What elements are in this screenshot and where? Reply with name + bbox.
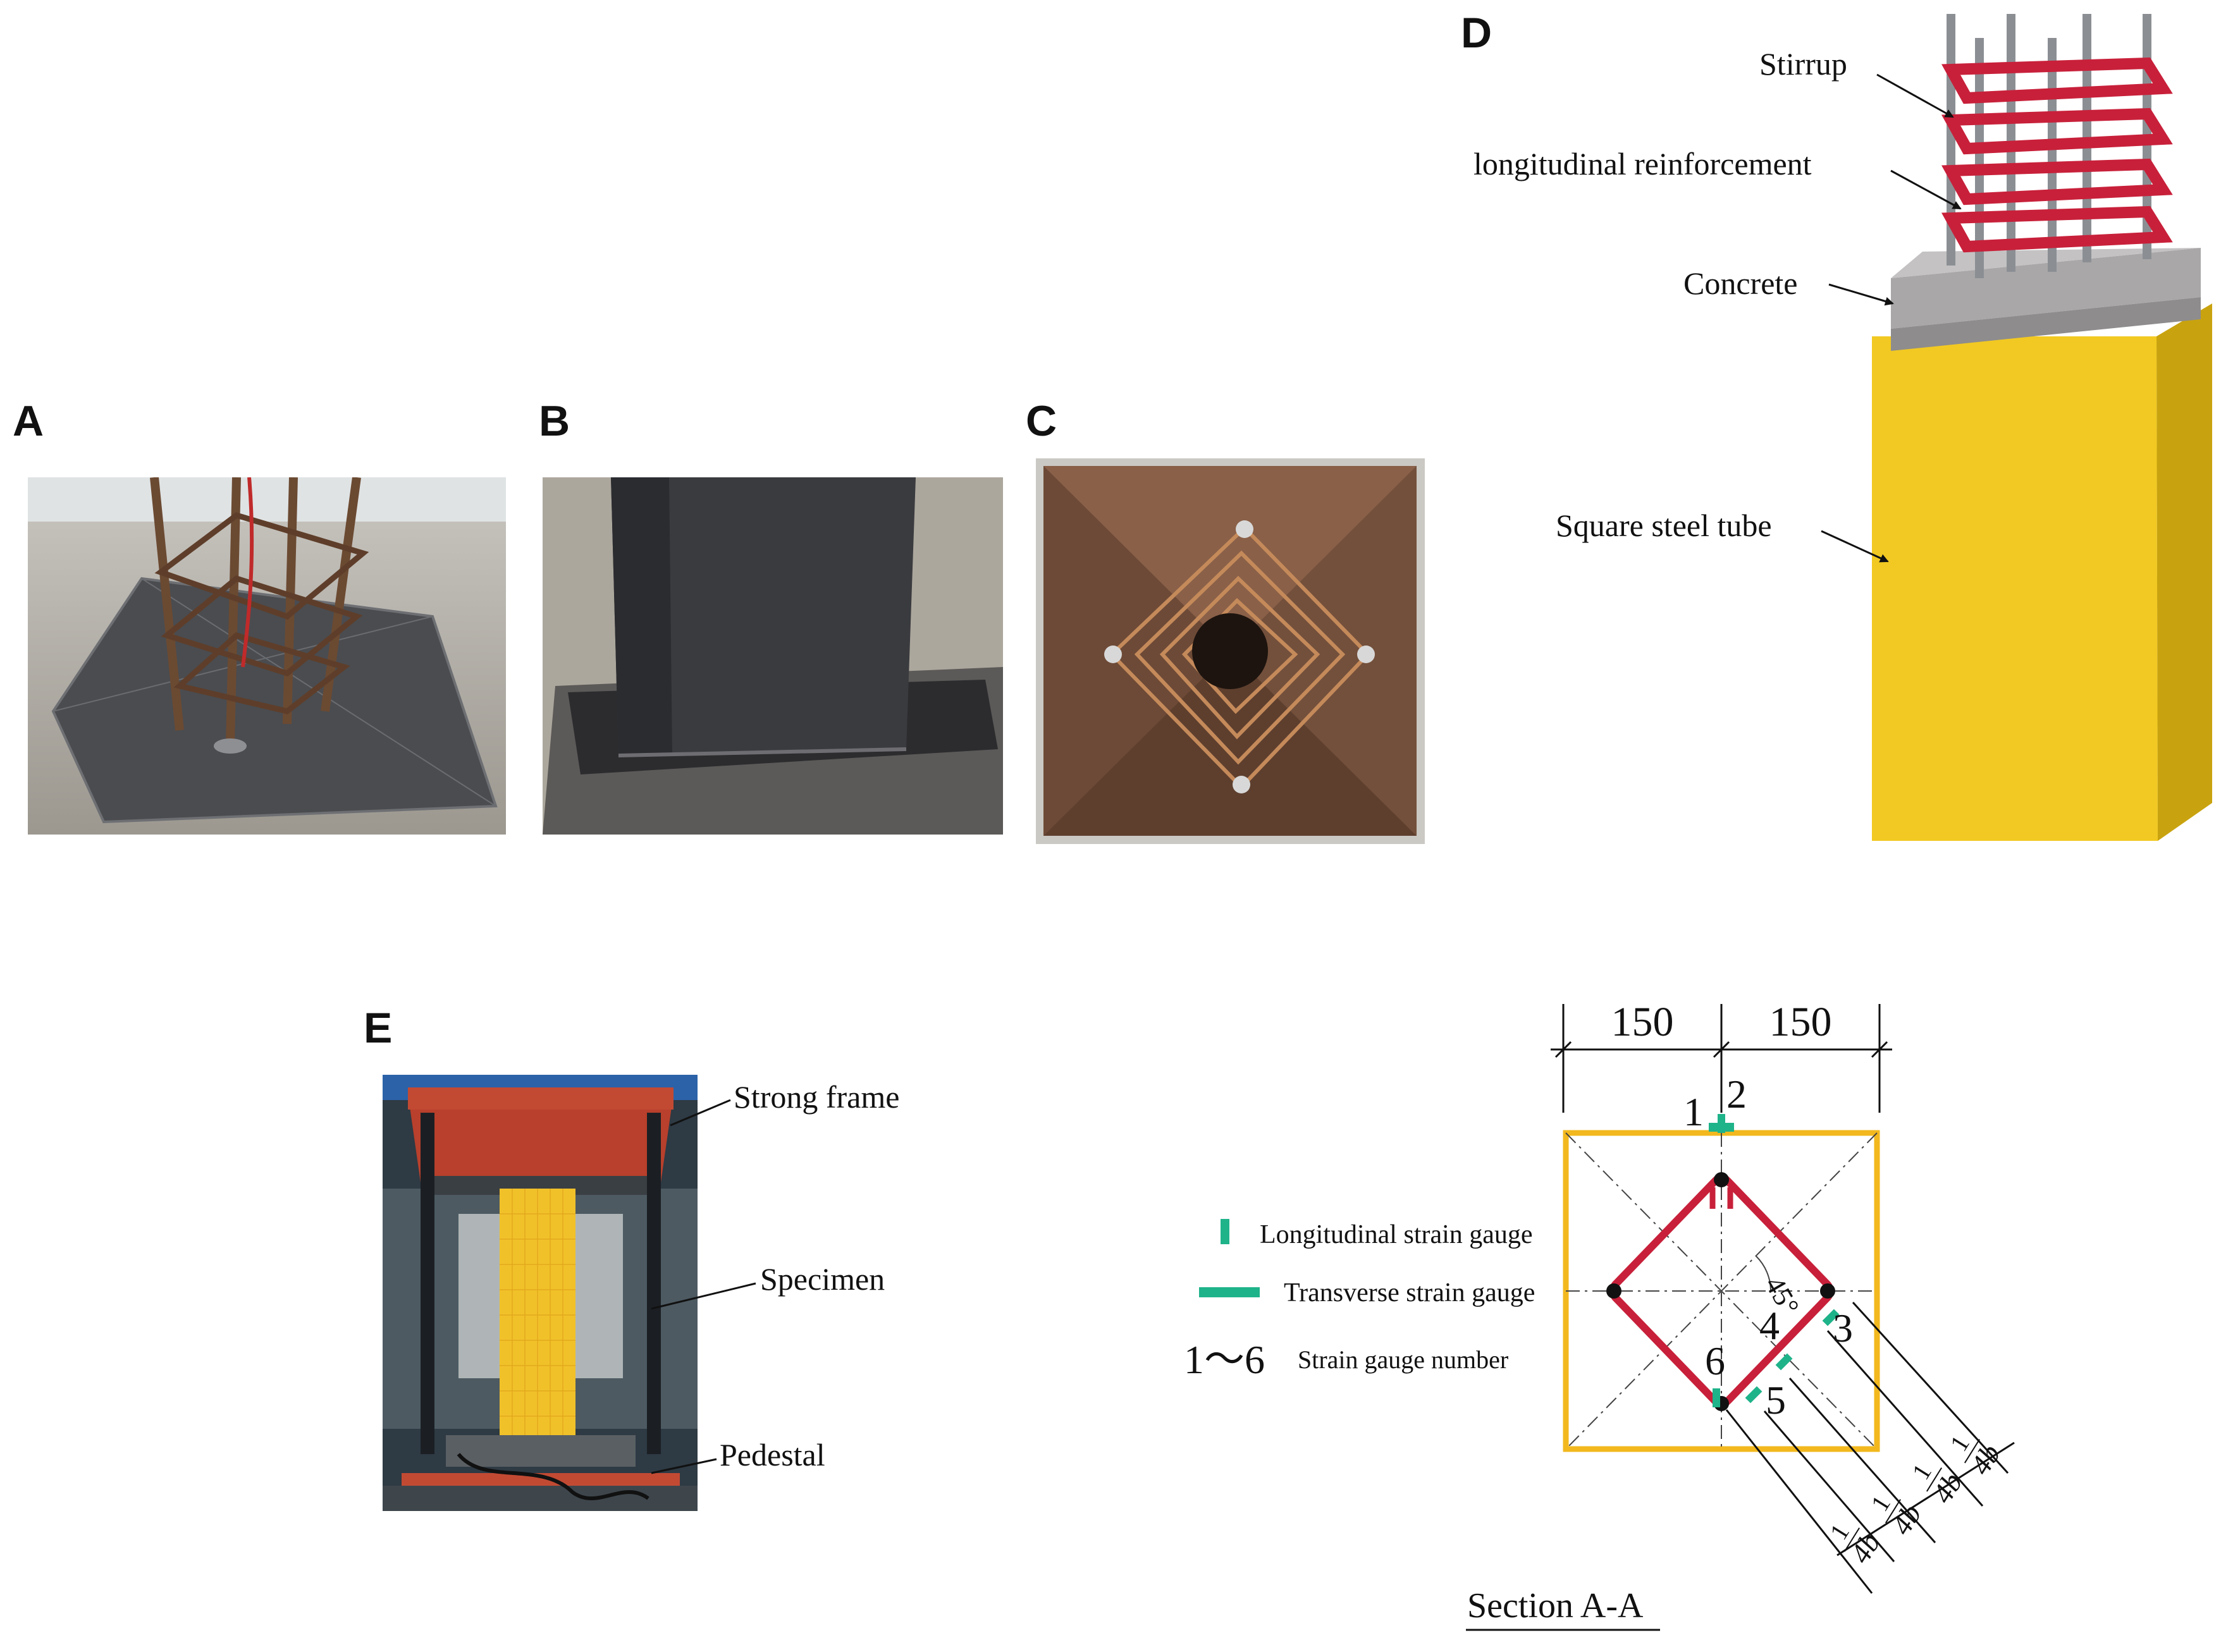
strain-gauge-legend: Longitudinal strain gauge Transverse str… [1184, 1219, 1535, 1382]
gauge-number-2: 2 [1726, 1072, 1747, 1117]
dimension-right: 150 [1769, 999, 1832, 1045]
quarter-b-dimensions [1725, 1301, 2015, 1594]
photo-tube-top-view [1036, 458, 1425, 844]
legend-transverse-swatch [1199, 1287, 1260, 1297]
label-stirrup: Stirrup [1759, 46, 1847, 82]
section-title: Section A-A [1467, 1586, 1644, 1625]
legend-number-label: Strain gauge number [1298, 1345, 1508, 1374]
gauge-number-5: 5 [1766, 1378, 1786, 1423]
column-model [1872, 14, 2212, 841]
panel-letter-e: E [364, 1004, 393, 1052]
photo-test-setup [383, 1075, 698, 1511]
strain-gauges [1709, 1114, 1840, 1407]
concrete-top [1891, 248, 2201, 329]
dimension-lines [1551, 1004, 1892, 1113]
stirrups [1941, 57, 2173, 253]
panel-letter-a: A [13, 397, 44, 445]
gauge-3 [1822, 1309, 1840, 1326]
quarter-b-labels: 1 4b 1 4b 1 4b 1 4b [1824, 1430, 2007, 1569]
steel-tube-front [1872, 336, 2158, 841]
gauge-4 [1775, 1353, 1793, 1371]
legend-range-symbol: 1～6 [1184, 1337, 1265, 1382]
label-pedestal: Pedestal [720, 1437, 825, 1472]
label-concrete: Concrete [1683, 266, 1797, 301]
gauge-number-6: 6 [1705, 1338, 1725, 1383]
photo-steel-tube-on-base-plate [543, 477, 1003, 835]
legend-longitudinal-swatch [1221, 1219, 1229, 1244]
legend-transverse-label: Transverse strain gauge [1284, 1278, 1535, 1307]
panel-letter-c: C [1026, 397, 1057, 445]
steel-tube-side [2156, 303, 2212, 841]
dimension-left: 150 [1611, 999, 1674, 1045]
gauge-5 [1745, 1386, 1763, 1404]
gauge-number-3: 3 [1833, 1306, 1853, 1350]
panel-letter-b: B [539, 397, 570, 445]
label-strong-frame: Strong frame [734, 1079, 899, 1115]
gauge-number-1: 1 [1683, 1089, 1704, 1134]
gauge-2-longitudinal [1718, 1114, 1725, 1133]
gauge-number-4: 4 [1759, 1303, 1780, 1348]
label-specimen: Specimen [760, 1261, 885, 1297]
legend-longitudinal-label: Longitudinal strain gauge [1260, 1220, 1533, 1249]
gauge-6-longitudinal [1713, 1388, 1720, 1407]
label-square-steel-tube: Square steel tube [1556, 508, 1772, 543]
label-longitudinal-reinforcement: longitudinal reinforcement [1473, 146, 1812, 181]
photo-rebar-cage-on-base-plate [28, 477, 506, 835]
panel-letter-d: D [1461, 9, 1492, 57]
section-a-a-drawing: 150 150 45° [1466, 999, 2015, 1631]
